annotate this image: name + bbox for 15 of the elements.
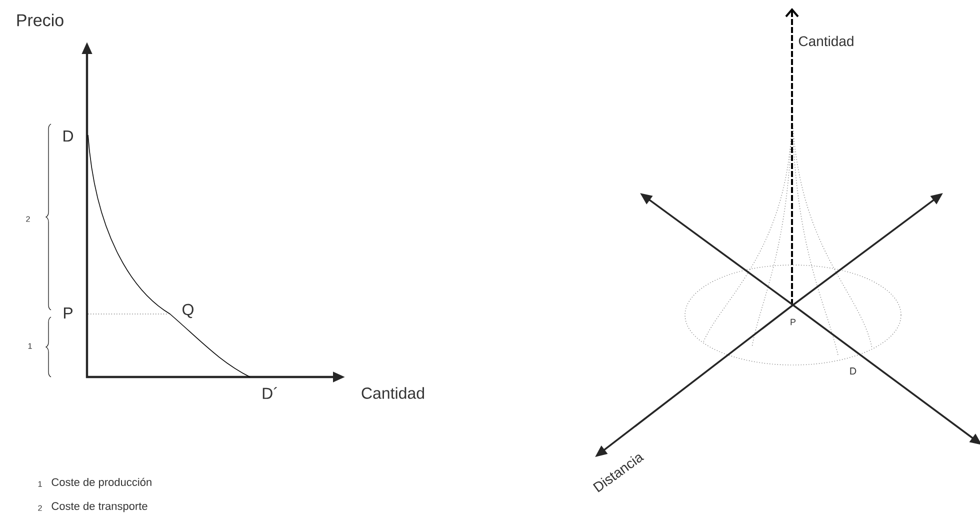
key-number: 2: [38, 505, 42, 511]
key-text: Coste de producción: [52, 478, 152, 488]
brace-number: 2: [26, 216, 30, 222]
point-label: D: [64, 130, 74, 142]
key-number: 1: [38, 481, 42, 487]
axis-label: Cantidad: [362, 387, 424, 399]
axis-label: Cantidad: [798, 36, 854, 46]
point-label: Q: [182, 304, 194, 318]
point-label: D: [850, 368, 856, 374]
point-label: D´: [262, 387, 277, 399]
point-label: P: [64, 308, 72, 318]
point-label: P: [790, 318, 796, 326]
axis-label: Precio: [17, 14, 64, 26]
brace-number: 1: [28, 343, 32, 349]
key-text: Coste de transporte: [52, 502, 148, 512]
